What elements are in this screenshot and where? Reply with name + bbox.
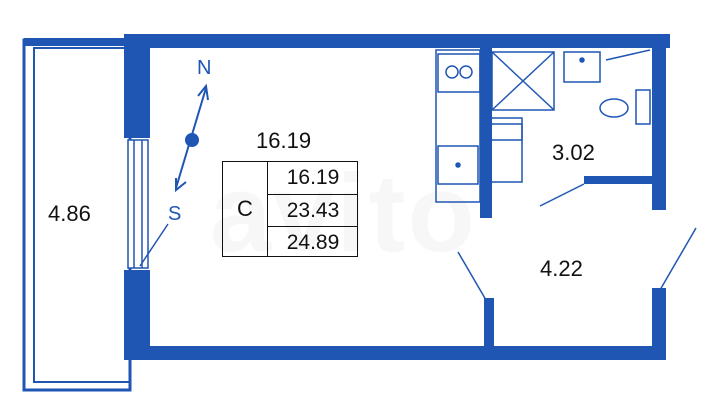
- wall-right-top: [652, 34, 666, 210]
- bath-door: [539, 183, 585, 207]
- balcony-area-label: 4.86: [48, 201, 91, 226]
- washer: [487, 117, 523, 183]
- balcony-top-wall: [24, 38, 130, 46]
- main-room-area-label: 16.19: [256, 128, 312, 153]
- wall-left-lower: [124, 270, 150, 360]
- hall-doors: [457, 227, 697, 301]
- toilet-tank: [635, 89, 651, 125]
- area-table-total: 23.43: [268, 194, 358, 226]
- bathroom-fixtures: [487, 49, 651, 207]
- wall-kitchen-partition: [480, 44, 492, 218]
- shower: [491, 51, 555, 111]
- balcony-door: [139, 223, 169, 267]
- exterior-walls: [124, 34, 670, 360]
- compass-needle: [175, 83, 209, 193]
- area-summary-table: С 16.19 23.43 24.89: [222, 161, 358, 257]
- wall-left-upper: [124, 34, 150, 138]
- wall-hall-partition: [484, 298, 494, 350]
- toilet-bowl: [599, 98, 629, 118]
- wall-top-left: [124, 34, 594, 48]
- interior-walls: [480, 44, 656, 350]
- cooktop: [437, 53, 481, 93]
- bath-sink: [563, 51, 601, 83]
- wall-top-right: [594, 34, 670, 48]
- area-table-code: С: [223, 162, 268, 256]
- kitchen-fixtures: [435, 49, 481, 203]
- window-left: [127, 139, 149, 269]
- wall-bottom-right: [486, 346, 666, 360]
- hall-door-left: [457, 251, 487, 301]
- watermark: avito: [210, 152, 477, 275]
- area-table-living: 16.19: [286, 165, 340, 189]
- compass-south-label: S: [168, 203, 182, 225]
- kitchen-counter: [435, 49, 481, 203]
- compass-north-label: N: [197, 57, 212, 79]
- kitchen-sink: [437, 145, 479, 185]
- hall-area-label: 4.22: [540, 256, 583, 281]
- wall-bottom: [124, 346, 500, 360]
- wall-right-bottom: [652, 288, 666, 360]
- bathroom-area-label: 3.02: [552, 140, 595, 165]
- hall-door-right: [659, 227, 697, 291]
- area-table-total-with-balcony: 24.89: [268, 226, 358, 258]
- wall-bath-bottom: [584, 176, 656, 184]
